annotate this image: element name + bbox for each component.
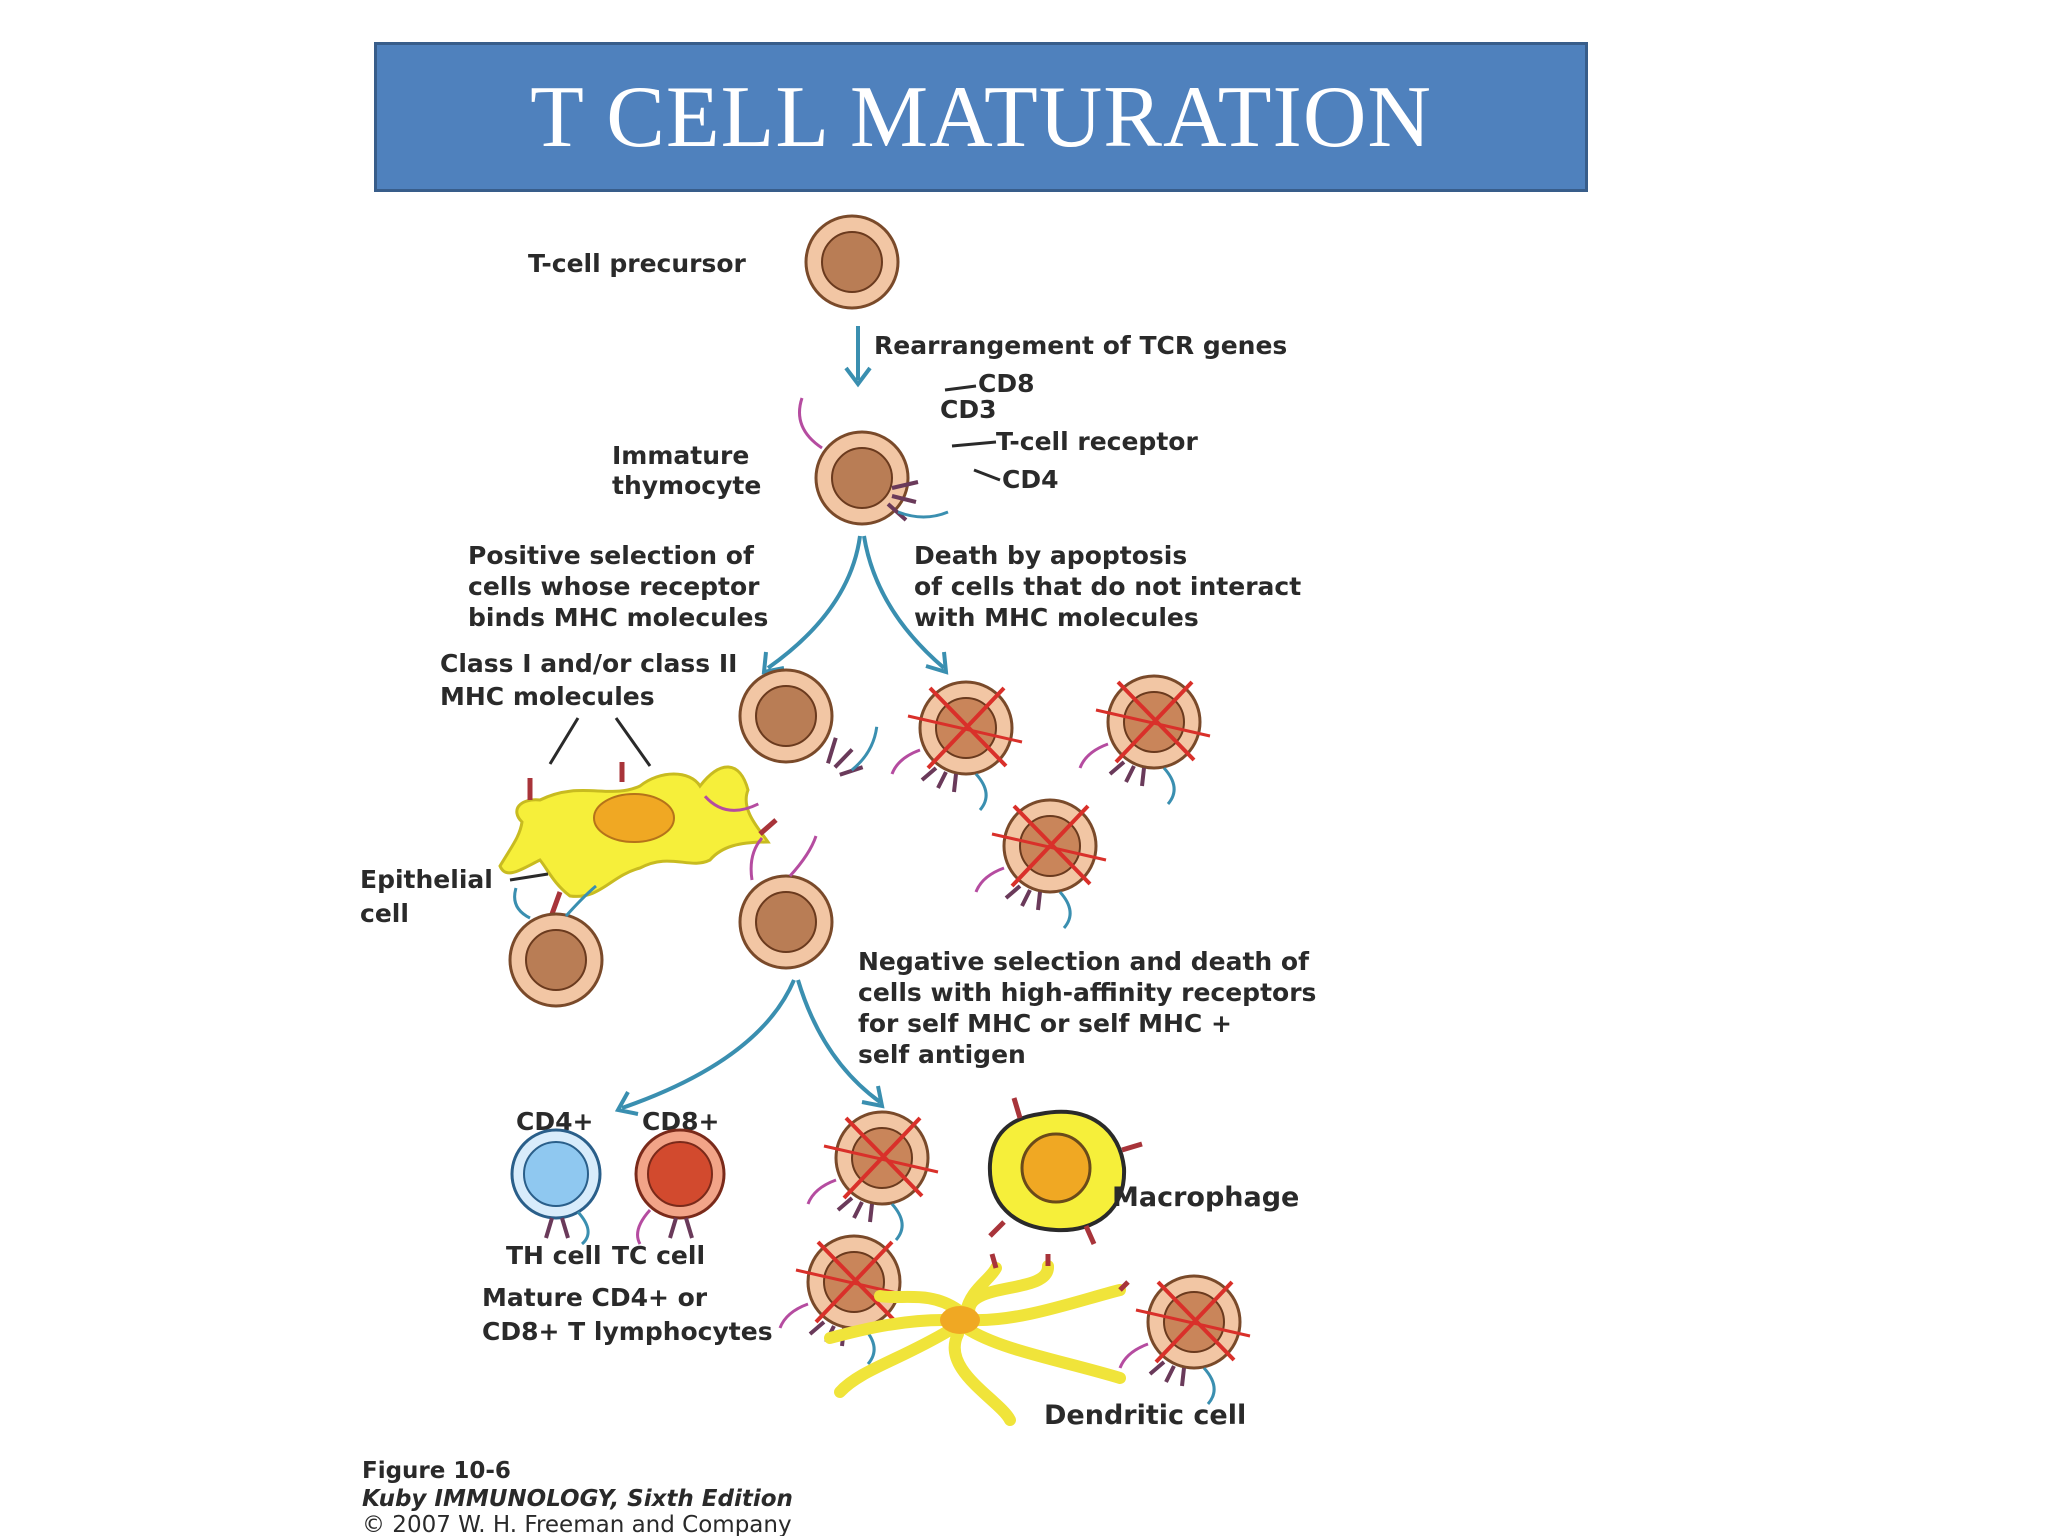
negative-label-3: for self MHC or self MHC + [858,1009,1232,1038]
selected-cell-bottom [738,835,834,970]
positive-label-3: binds MHC molecules [468,603,768,632]
cd8-leader [944,384,977,392]
cd8-label: CD8 [978,369,1035,398]
mhc-label-1: Class I and/or class II [440,649,738,678]
positive-label-1: Positive selection of [468,541,755,570]
epithelial-cell [498,762,778,915]
tcr-leader [951,440,997,448]
cd4-leader [973,468,1001,482]
apoptotic-cell-2 [1078,674,1212,806]
death-label-3: with MHC molecules [914,603,1199,632]
copyright-credit: © 2007 W. H. Freeman and Company [362,1512,792,1536]
cd4-label: CD4 [1002,465,1059,494]
negative-label-1: Negative selection and death of [858,947,1310,976]
death-label-2: of cells that do not interact [914,572,1301,601]
epithelial-label-1: Epithelial [360,865,493,894]
mhc-leaders [548,717,652,767]
death-label-1: Death by apoptosis [914,541,1187,570]
tc-cell-label: TC cell [612,1241,705,1270]
negative-label-4: self antigen [858,1040,1026,1069]
apoptotic-cell-3 [974,798,1108,930]
selected-cell-left [508,884,604,1008]
epithelial-label-2: cell [360,899,409,928]
precursor-label: T-cell precursor [528,249,747,278]
positive-label-2: cells whose receptor [468,572,760,601]
immature-thymocyte-cell [797,396,950,526]
mature-label-2: CD8+ T lymphocytes [482,1317,773,1346]
rearrangement-label: Rearrangement of TCR genes [874,331,1287,360]
negatively-selected-cell-dendritic-2 [1118,1274,1252,1406]
apoptotic-cell-1 [890,680,1024,812]
rearrangement-arrow [844,326,872,388]
tc-cell [634,1128,726,1245]
negative-label-2: cells with high-affinity receptors [858,978,1316,1007]
negatively-selected-cell-macrophage [806,1110,940,1242]
book-credit: Kuby IMMUNOLOGY, Sixth Edition [362,1486,793,1512]
th-cell [510,1128,602,1246]
mhc-label-2: MHC molecules [440,682,655,711]
immature-label-2: thymocyte [612,471,761,500]
page-title: T CELL MATURATION [530,68,1432,166]
tcr-label: T-cell receptor [996,427,1198,456]
epithelial-leader [509,872,549,882]
cd3-label: CD3 [940,395,997,424]
immature-label-1: Immature [612,441,749,470]
dendritic-cell [824,1253,1130,1426]
macrophage-label: Macrophage [1112,1182,1299,1213]
negative-branch-arrows [614,979,885,1116]
mature-label-1: Mature CD4+ or [482,1283,708,1312]
dendritic-label: Dendritic cell [1044,1400,1246,1431]
th-cell-label: TH cell [506,1241,602,1270]
macrophage-cell [987,1097,1143,1246]
title-banner: T CELL MATURATION [374,42,1588,192]
figure-number: Figure 10-6 [362,1458,511,1484]
precursor-cell [804,214,900,310]
